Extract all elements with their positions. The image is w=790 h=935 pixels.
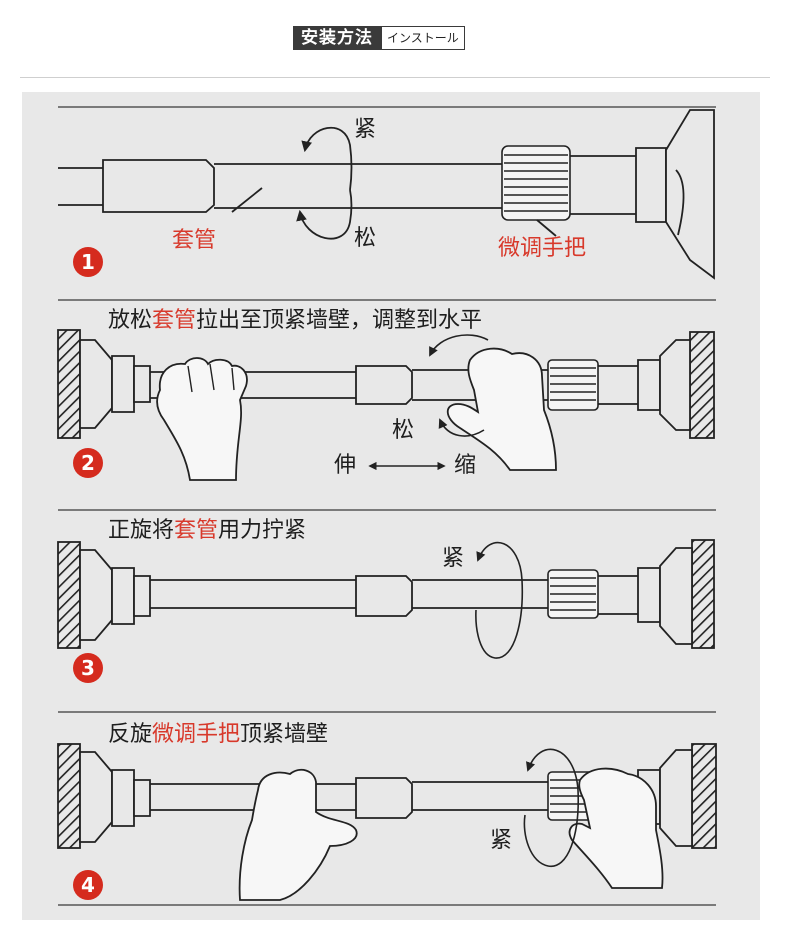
step3-tighten-label: 紧 [442,546,465,571]
step2-illustration [57,329,715,481]
step2-instruction: 放松套管拉出至顶紧墙壁，调整到水平 [108,310,482,332]
step2-text-a: 放松 [108,308,153,333]
step1-knob [501,145,571,221]
step1-sleeve-label: 套管 [172,228,217,253]
step1-knob-label: 微调手把 [498,236,587,261]
step-badge-4: 4 [73,870,103,900]
step-badge-1: 1 [73,247,103,277]
header-title: 安装方法 [293,26,381,50]
left-hand-4 [238,768,358,901]
step4-text-red: 微调手把 [152,722,241,747]
right-hand [446,347,557,471]
step1-loosen-label: 松 [354,226,377,251]
step1-illustration [58,109,715,280]
step3-text-a: 正旋将 [108,518,175,543]
step4-text-a: 反旋 [108,722,153,747]
left-hand [156,357,248,481]
step3-illustration [57,539,715,659]
step4-text-b: 顶紧墙壁 [240,722,329,747]
step2-shrink-label: 缩 [454,453,477,478]
step4-tighten-label: 紧 [490,828,513,853]
step2-extend-label: 伸 [334,453,357,478]
divider [20,77,770,78]
section-header: 安装方法 インストール [293,26,465,50]
right-hand-4 [568,767,664,889]
step3-text-b: 用力拧紧 [218,518,307,543]
step4-instruction: 反旋微调手把顶紧墙壁 [108,724,328,746]
step-badge-3: 3 [73,653,103,683]
step3-instruction: 正旋将套管用力拧紧 [108,520,306,542]
step1-tighten-label: 紧 [354,117,377,142]
step-badge-2: 2 [73,448,103,478]
step2-text-red: 套管 [152,308,197,333]
step4-illustration [57,743,717,901]
step3-text-red: 套管 [174,518,219,543]
step1-rotation-arrows [231,126,557,240]
step2-text-b: 拉出至顶紧墙壁，调整到水平 [196,308,483,333]
step2-loosen-label: 松 [392,418,415,443]
header-subtitle: インストール [381,26,465,50]
